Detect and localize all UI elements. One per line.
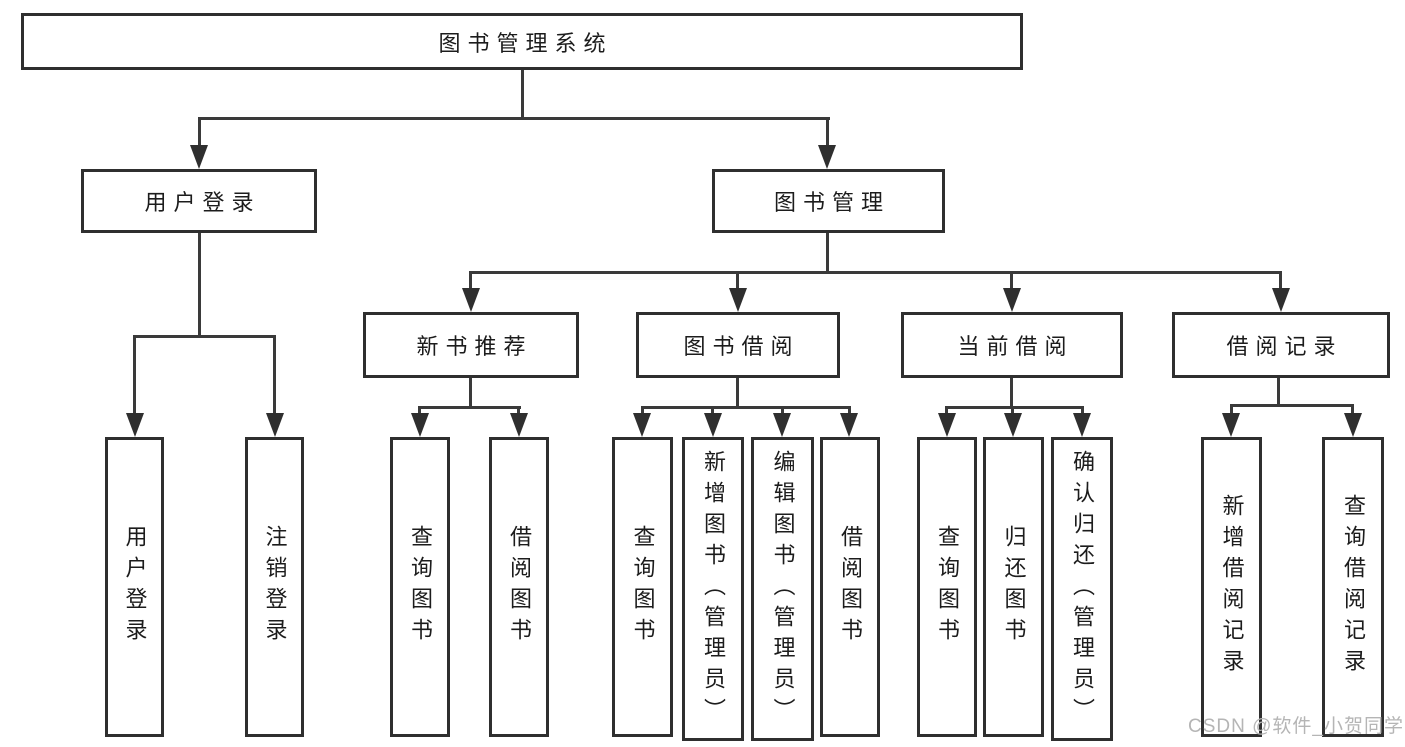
- arrow-down-icon: [462, 288, 480, 312]
- connector-line: [826, 233, 829, 273]
- connector-line: [945, 406, 948, 415]
- node-label: 借阅记录: [1226, 334, 1343, 359]
- arrow-down-icon: [704, 413, 722, 437]
- node-label: 查询图书: [935, 525, 960, 649]
- connector-line: [1010, 378, 1013, 408]
- connector-line: [198, 117, 830, 120]
- connector-line: [1081, 406, 1084, 415]
- connector-line: [1351, 404, 1354, 413]
- arrow-down-icon: [729, 288, 747, 312]
- connector-line: [736, 271, 739, 288]
- watermark: CSDN @软件_小贺同学: [1188, 716, 1404, 737]
- connector-line: [418, 406, 521, 409]
- node-new-book-recommend: 新书推荐: [363, 312, 579, 378]
- leaf-add-borrow-record: 新增借阅记录: [1201, 437, 1262, 737]
- connector-line: [781, 406, 784, 415]
- node-label: 用户登录: [122, 525, 148, 649]
- arrow-down-icon: [510, 413, 528, 437]
- connector-line: [848, 406, 851, 415]
- node-book-management: 图书管理: [712, 169, 945, 233]
- leaf-confirm-return-admin: 确认归还（管理员）: [1051, 437, 1113, 741]
- arrow-down-icon: [840, 413, 858, 437]
- leaf-return-books: 归还图书: [983, 437, 1044, 737]
- node-book-borrowing: 图书借阅: [636, 312, 840, 378]
- node-label: 确认归还（管理员）: [1070, 449, 1095, 729]
- connector-line: [1279, 271, 1282, 288]
- connector-line: [1010, 271, 1013, 288]
- connector-line: [133, 335, 276, 338]
- connector-line: [517, 406, 520, 415]
- arrow-down-icon: [773, 413, 791, 437]
- leaf-borrow-books-2: 借阅图书: [820, 437, 880, 737]
- connector-line: [198, 233, 201, 337]
- arrow-down-icon: [190, 145, 208, 169]
- arrow-down-icon: [411, 413, 429, 437]
- connector-line: [469, 378, 472, 408]
- leaf-edit-books-admin: 编辑图书（管理员）: [751, 437, 814, 741]
- node-label: 图书管理: [773, 190, 890, 215]
- connector-line: [641, 406, 644, 415]
- node-label: 图书借阅: [683, 334, 800, 359]
- node-label: 新增借阅记录: [1219, 494, 1245, 680]
- node-label: 新书推荐: [416, 334, 533, 359]
- node-label: 用户登录: [144, 190, 261, 215]
- leaf-add-books-admin: 新增图书（管理员）: [682, 437, 744, 741]
- arrow-down-icon: [126, 413, 144, 437]
- node-current-borrowing: 当前借阅: [901, 312, 1123, 378]
- connector-line: [469, 271, 1282, 274]
- arrow-down-icon: [1004, 413, 1022, 437]
- arrow-down-icon: [1272, 288, 1290, 312]
- leaf-user-login: 用户登录: [105, 437, 164, 737]
- leaf-query-books-3: 查询图书: [917, 437, 977, 737]
- node-label: 注销登录: [262, 525, 288, 649]
- connector-line: [133, 335, 136, 413]
- connector-line: [198, 117, 201, 145]
- node-root-system: 图书管理系统: [21, 13, 1023, 70]
- arrow-down-icon: [818, 145, 836, 169]
- connector-line: [641, 406, 851, 409]
- node-label: 编辑图书（管理员）: [770, 449, 796, 729]
- node-label: 查询图书: [630, 525, 656, 649]
- arrow-down-icon: [633, 413, 651, 437]
- leaf-query-books-2: 查询图书: [612, 437, 673, 737]
- connector-line: [711, 406, 714, 415]
- connector-line: [469, 271, 472, 288]
- node-label: 借阅图书: [507, 525, 532, 649]
- arrow-down-icon: [1003, 288, 1021, 312]
- connector-line: [273, 335, 276, 413]
- connector-line: [1011, 406, 1014, 415]
- connector-line: [826, 117, 829, 145]
- leaf-logout: 注销登录: [245, 437, 304, 737]
- arrow-down-icon: [1073, 413, 1091, 437]
- arrow-down-icon: [266, 413, 284, 437]
- connector-line: [736, 378, 739, 408]
- connector-line: [418, 406, 421, 415]
- arrow-down-icon: [938, 413, 956, 437]
- connector-line: [945, 406, 1084, 409]
- node-borrowing-records: 借阅记录: [1172, 312, 1390, 378]
- node-label: 查询图书: [408, 525, 433, 649]
- node-user-login: 用户登录: [81, 169, 317, 233]
- node-label: 图书管理系统: [438, 30, 613, 56]
- leaf-query-borrow-record: 查询借阅记录: [1322, 437, 1384, 737]
- leaf-query-books-1: 查询图书: [390, 437, 450, 737]
- node-label: 借阅图书: [838, 525, 863, 649]
- connector-line: [1230, 404, 1354, 407]
- leaf-borrow-books-1: 借阅图书: [489, 437, 549, 737]
- node-label: 查询借阅记录: [1341, 494, 1366, 680]
- node-label: 归还图书: [1001, 525, 1027, 649]
- node-label: 当前借阅: [957, 334, 1074, 359]
- connector-line: [1230, 404, 1233, 413]
- connector-line: [521, 70, 524, 118]
- arrow-down-icon: [1222, 413, 1240, 437]
- connector-line: [1277, 378, 1280, 406]
- node-label: 新增图书（管理员）: [701, 449, 726, 729]
- arrow-down-icon: [1344, 413, 1362, 437]
